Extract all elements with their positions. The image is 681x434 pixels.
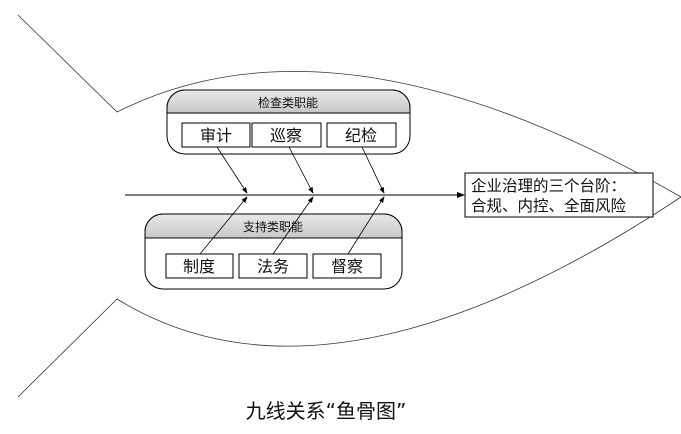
top-group-title: 检查类职能: [258, 95, 318, 110]
caption: 九线关系“鱼骨图”: [246, 399, 407, 423]
item-audit: 审计: [200, 126, 232, 145]
item-supervision: 督察: [331, 257, 363, 276]
result-line-1: 企业治理的三个台阶：: [471, 177, 626, 195]
item-legal: 法务: [257, 257, 289, 276]
item-system: 制度: [183, 257, 215, 276]
bones: [199, 146, 385, 255]
item-discipline: 纪检: [345, 126, 377, 145]
bottom-group-title: 支持类职能: [243, 219, 303, 234]
top-group: 检查类职能 审计 巡察 纪检: [166, 89, 411, 155]
result-line-2: 合规、内控、全面风险: [471, 197, 627, 215]
result-box: 企业治理的三个台阶： 合规、内控、全面风险: [464, 172, 654, 218]
item-inspection: 巡察: [270, 126, 302, 145]
fish-outline: [17, 14, 681, 398]
bottom-group: 支持类职能 制度 法务 督察: [144, 213, 403, 290]
